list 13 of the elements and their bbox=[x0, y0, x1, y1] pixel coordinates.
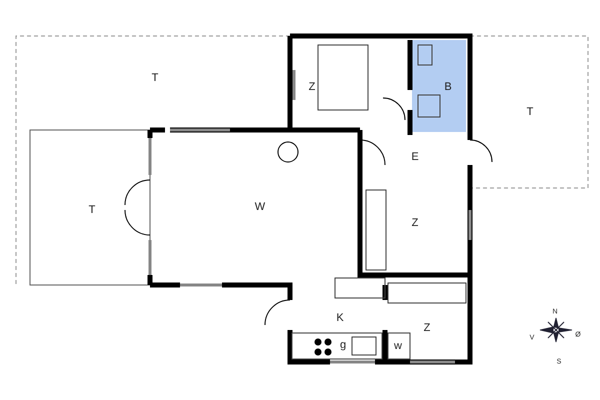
room-label: K bbox=[336, 312, 344, 324]
room-label: E bbox=[411, 151, 419, 163]
room-label: T bbox=[152, 72, 158, 84]
room-label: W bbox=[254, 201, 266, 213]
room-label: B bbox=[444, 81, 452, 93]
appliance-label: w bbox=[394, 340, 402, 352]
room-label: Z bbox=[308, 81, 316, 93]
appliance-label: g bbox=[340, 339, 346, 351]
room-floor bbox=[412, 40, 466, 132]
room-label: Z bbox=[412, 217, 418, 229]
room-label: Z bbox=[424, 322, 430, 334]
room-label: T bbox=[526, 106, 534, 118]
room-label: T bbox=[88, 204, 96, 216]
